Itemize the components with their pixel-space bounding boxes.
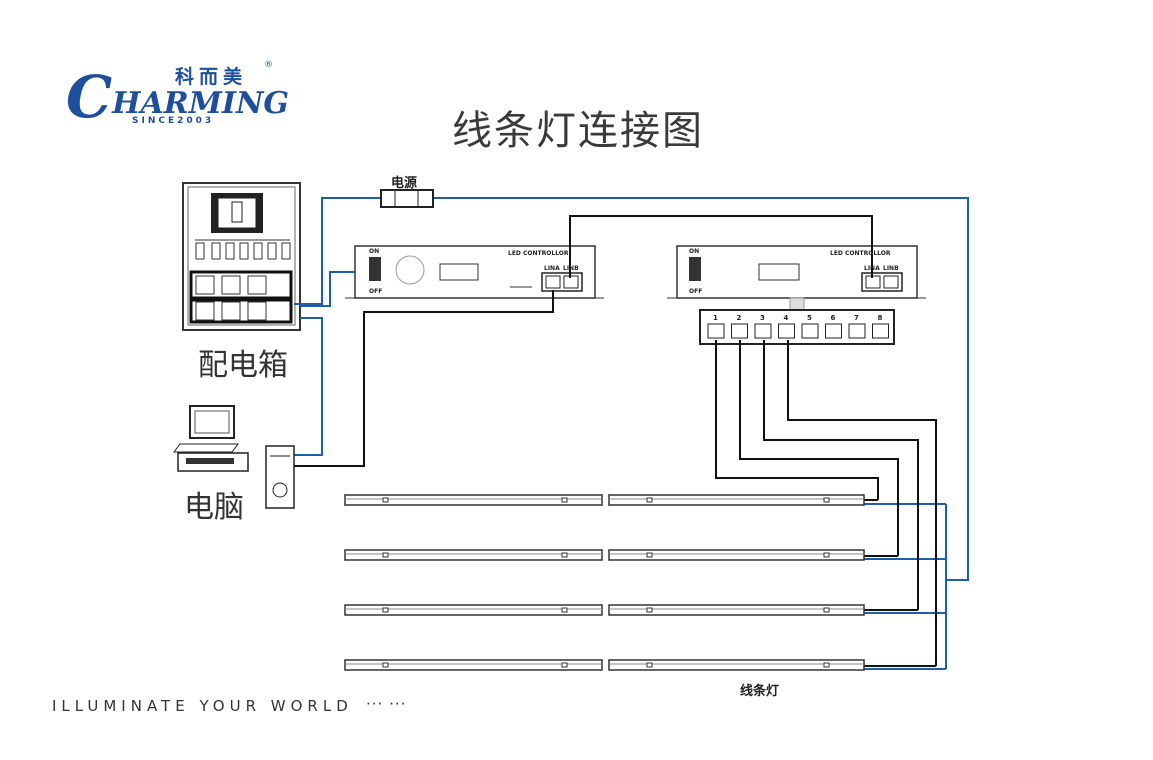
line-light-clip: [823, 607, 830, 613]
line-light-clip: [646, 552, 653, 558]
splitter-port-number: 1: [713, 314, 718, 322]
splitter-socket: [872, 323, 889, 339]
signal-splitter: [699, 309, 895, 345]
splitter-port-number: 6: [830, 314, 836, 322]
registered-mark: ®: [264, 60, 273, 70]
line-light-segment: [344, 659, 603, 671]
controller-2-name: LED CONTROLLOR: [830, 250, 891, 257]
controller-2-on: ON: [689, 248, 700, 255]
line-light-segment: [344, 494, 603, 506]
brand-initial: C: [66, 63, 113, 131]
power-wires: [294, 197, 969, 670]
line-light-segment: [608, 494, 865, 506]
splitter-port-number: 2: [736, 314, 742, 322]
computer: [173, 405, 295, 509]
line-light-clip: [646, 662, 653, 668]
line-light-clip: [823, 552, 830, 558]
controller-1-off: OFF: [369, 288, 383, 295]
line-light-segment: [608, 549, 865, 561]
line-light-segment: [344, 549, 603, 561]
splitter-port-number: 3: [760, 314, 765, 322]
socket-grid: [195, 275, 267, 321]
controller-1-port-b: LINB: [563, 265, 579, 272]
line-light-clip: [382, 552, 389, 558]
line-light-label: 线条灯: [740, 684, 780, 699]
brand-rest: HARMING: [112, 86, 290, 121]
splitter-socket: [707, 323, 725, 339]
led-controller-1: [345, 245, 604, 299]
controller-2-off: OFF: [689, 288, 703, 295]
power-supply: [380, 189, 434, 208]
distribution-box: [182, 182, 301, 331]
line-light-clip: [382, 497, 389, 503]
footer-slogan: ILLUMINATE YOUR WORLD: [52, 697, 353, 715]
line-light-clip: [823, 497, 830, 503]
line-light-clip: [561, 607, 568, 613]
splitter-port-number: 5: [807, 314, 812, 322]
splitter-port-number: 4: [783, 314, 789, 322]
line-light-clip: [646, 607, 653, 613]
line-light-clip: [382, 607, 389, 613]
brand-since: SINCE2003: [132, 116, 215, 126]
breaker-row: [195, 242, 291, 260]
controller-1-on: ON: [369, 248, 380, 255]
splitter-socket: [754, 323, 772, 339]
splitter-socket: [801, 323, 819, 339]
distribution-box-label: 配电箱: [198, 348, 288, 383]
splitter-port-number: 8: [877, 314, 883, 322]
line-light-segment: [608, 659, 865, 671]
signal-wires: [294, 215, 937, 667]
line-light-clip: [823, 662, 830, 668]
footer-dots: ··· ···: [366, 695, 407, 713]
controller-2-port-a: LINA: [864, 265, 880, 272]
page-title: 线条灯连接图: [452, 108, 704, 154]
splitter-socket: [825, 323, 842, 339]
splitter-socket: [848, 323, 866, 339]
led-controller-2: [667, 245, 926, 311]
brand-wordmark: CHARMING: [66, 68, 289, 126]
splitter-port-number: 7: [854, 314, 859, 322]
computer-label: 电脑: [184, 490, 244, 525]
line-light-clip: [561, 552, 568, 558]
splitter-sockets: [707, 323, 889, 339]
brand-name-cn: 科而美: [175, 66, 248, 88]
line-light-segment: [344, 604, 603, 616]
line-light-clip: [646, 497, 653, 503]
line-light-clip: [561, 662, 568, 668]
splitter-socket: [778, 323, 795, 339]
controller-1-name: LED CONTROLLOR: [508, 250, 569, 257]
splitter-socket: [731, 323, 748, 339]
line-light-clip: [382, 662, 389, 668]
line-light-segment: [608, 604, 865, 616]
controller-1-port-a: LINA: [544, 265, 560, 272]
controller-2-port-b: LINB: [883, 265, 899, 272]
power-supply-label: 电源: [391, 176, 418, 191]
line-lights: [344, 494, 865, 671]
line-light-clip: [561, 497, 568, 503]
